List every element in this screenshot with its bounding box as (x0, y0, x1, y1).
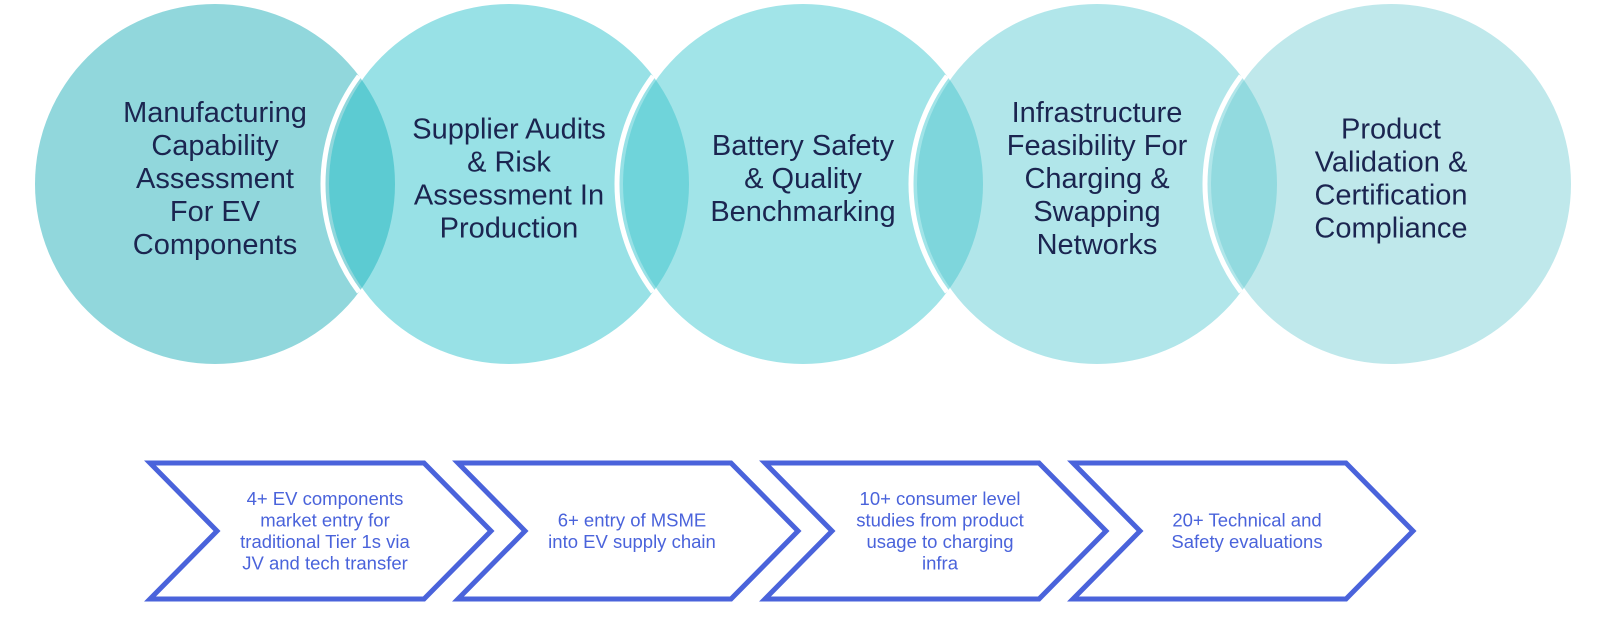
chevrons-group (144, 460, 1417, 602)
chevron-label-line: 10+ consumer level (860, 488, 1021, 509)
circle-label-line: Assessment (136, 163, 294, 195)
circle-label-line: Product (1341, 114, 1441, 146)
circle-label-line: Components (133, 229, 297, 261)
separator-arc-3 (614, 74, 656, 294)
circle-label-line: & Quality (744, 163, 862, 195)
separator-arc-2 (320, 74, 362, 294)
circle-label-line: Certification (1314, 180, 1467, 212)
chevron-label-line: usage to charging (866, 531, 1013, 552)
circle-label-line: Assessment In (414, 180, 604, 212)
circle-label-line: Feasibility For (1007, 130, 1188, 162)
chevron-label-line: 20+ Technical and (1172, 509, 1321, 530)
chevron-label-line: market entry for (260, 509, 390, 530)
chevron-3 (759, 460, 1110, 602)
separator-arc-5 (1202, 74, 1244, 294)
chevron-label-line: into EV supply chain (548, 531, 716, 552)
chevron-label-line: JV and tech transfer (242, 552, 408, 573)
chevron-label-line: 6+ entry of MSME (558, 509, 707, 530)
circle-label-line: Infrastructure (1012, 97, 1183, 129)
chevron-label-line: traditional Tier 1s via (240, 531, 410, 552)
chevron-4 (1067, 460, 1417, 602)
circle-product-validation (1211, 4, 1571, 364)
circles-group (35, 4, 1571, 364)
circle-label-line: Validation & (1315, 147, 1468, 179)
circle-label-line: Compliance (1314, 213, 1467, 245)
chevron-label-line: Safety evaluations (1171, 531, 1322, 552)
circle-label-line: Battery Safety (712, 130, 895, 162)
circle-label-line: & Risk (467, 147, 551, 179)
circle-label-line: Charging & (1024, 163, 1169, 195)
circle-label-line: Swapping (1033, 196, 1160, 228)
chevron-2 (452, 460, 802, 602)
circle-supplier-audits (329, 4, 689, 364)
circle-separators-group (320, 74, 1244, 294)
chevron-label-line: infra (922, 552, 959, 573)
chevron-label-line: 4+ EV components (247, 488, 404, 509)
separator-arc-4 (908, 74, 950, 294)
circle-label-line: Networks (1037, 229, 1158, 261)
chevron-label-line: studies from product (856, 509, 1024, 530)
circle-label-line: Capability (151, 130, 279, 162)
circle-manufacturing-capability (35, 4, 395, 364)
circle-infrastructure-feasibility (917, 4, 1277, 364)
circle-label-line: Production (440, 213, 579, 245)
circle-battery-safety (623, 4, 983, 364)
chevron-1 (144, 460, 495, 602)
circle-label-line: Benchmarking (710, 196, 895, 228)
circle-label-line: Supplier Audits (412, 114, 605, 146)
circle-label-line: For EV (170, 196, 261, 228)
circle-label-line: Manufacturing (123, 97, 307, 129)
